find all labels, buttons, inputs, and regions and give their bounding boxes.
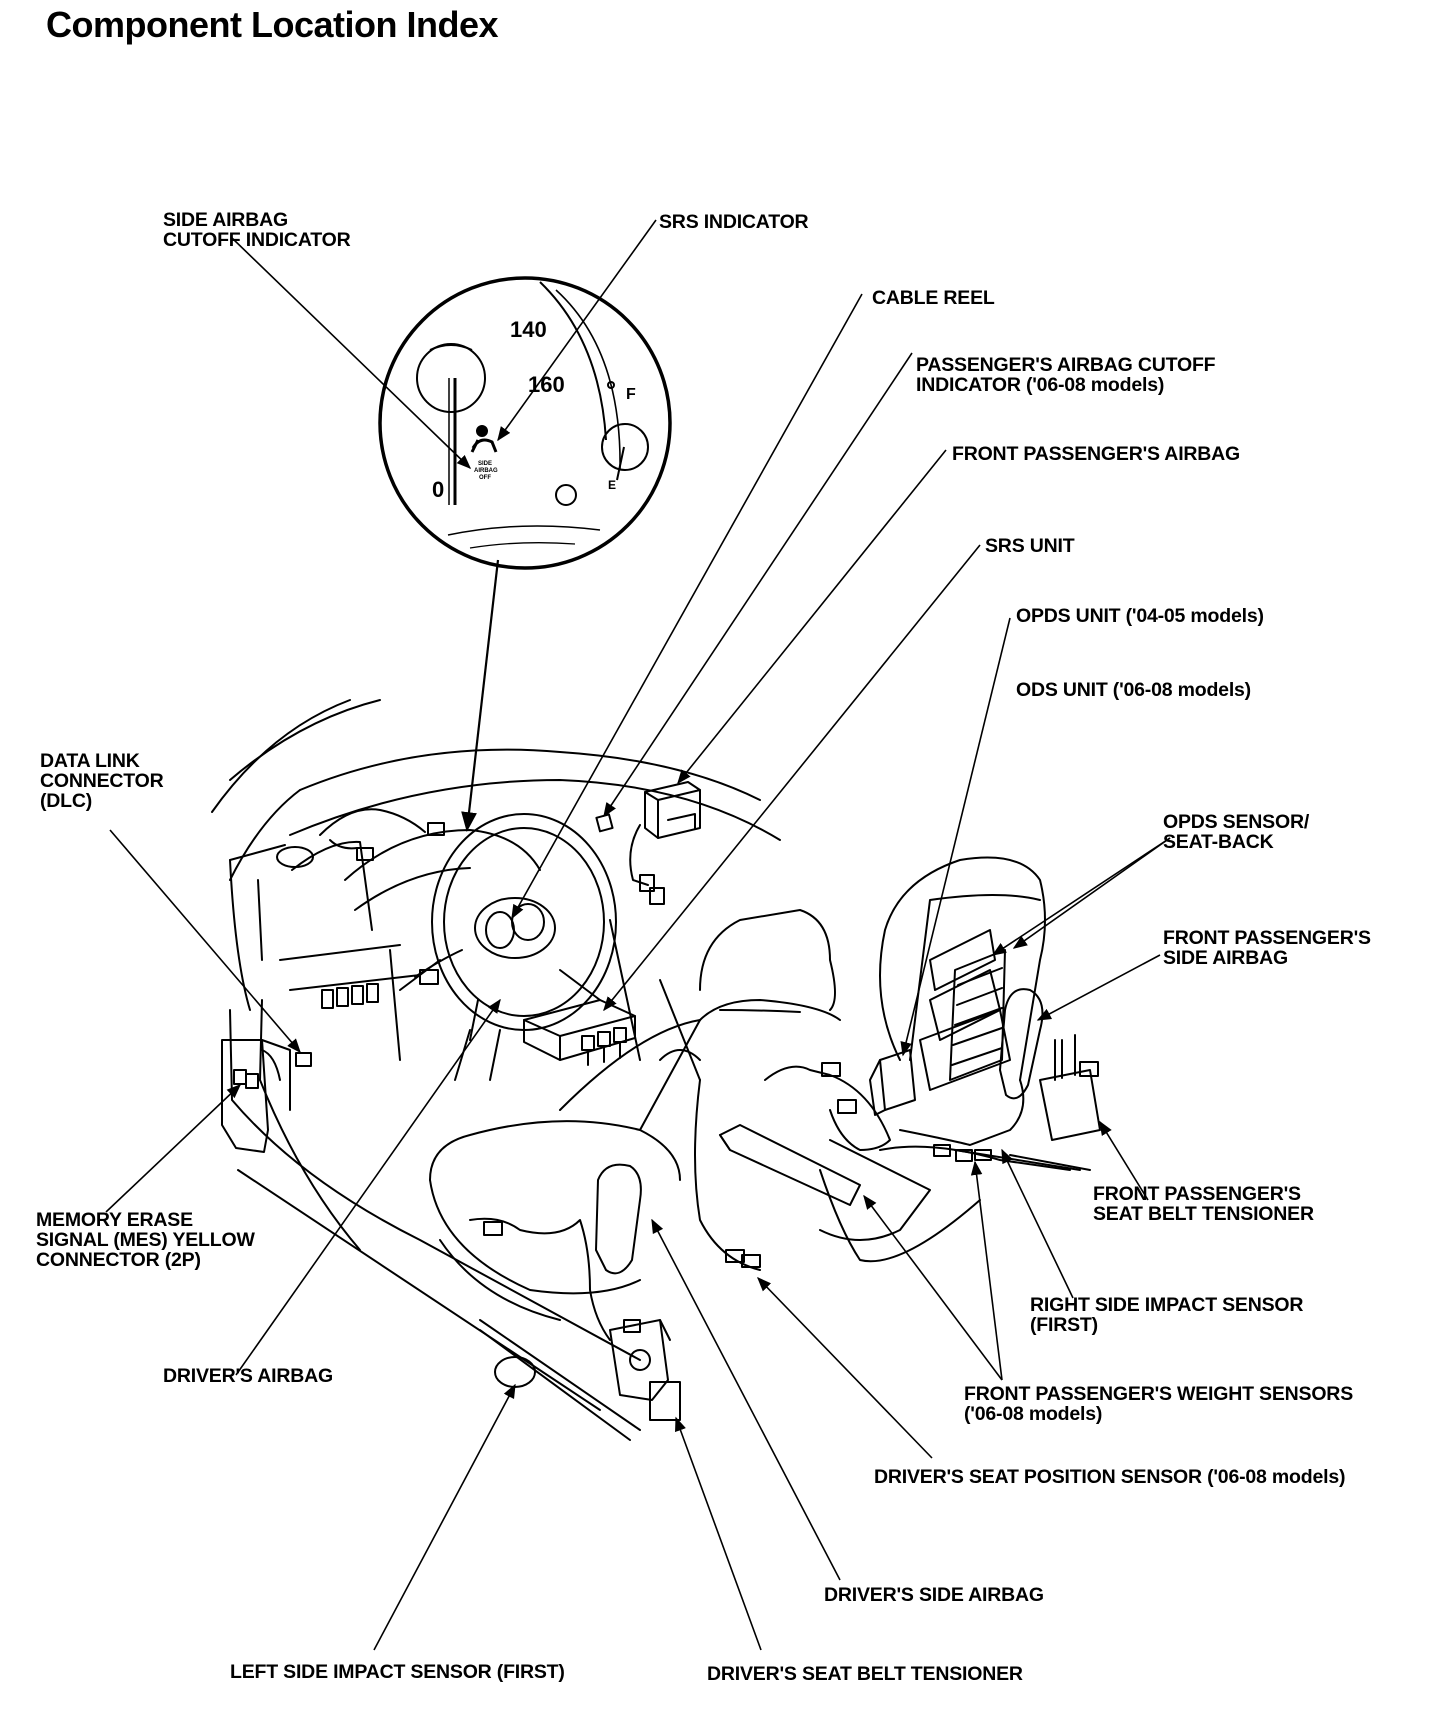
leader-seat-position [756,1276,933,1459]
label-opds-unit: OPDS UNIT ('04-05 models) [1016,605,1264,627]
indicator-text-side: SIDE [478,461,492,467]
srs-indicator-icon [470,425,498,453]
drivers-side-airbag-drawing [595,1163,642,1275]
leader-front-passenger-airbag [677,449,947,785]
label-drivers-side-airbag: DRIVER'S SIDE AIRBAG [824,1584,1044,1606]
label-front-passenger-airbag: FRONT PASSENGER'S AIRBAG [952,443,1241,465]
leader-opds-unit [900,617,1011,1057]
label-left-side-impact-sensor: LEFT SIDE IMPACT SENSOR (FIRST) [230,1661,565,1683]
label-side-airbag-cutoff-indicator: SIDE AIRBAG CUTOFF INDICATOR [163,209,351,251]
indicator-text-airbag: AIRBAG [474,468,498,474]
leader-lines [105,219,1171,1651]
drivers-seat-belt-tensioner-drawing [609,1319,681,1421]
leader-dlc [109,829,301,1054]
srs-unit-drawing [523,999,636,1066]
leader-right-side-impact [1001,1148,1074,1299]
leader-gauge-to-cluster [461,559,500,832]
label-drivers-seat-position-sensor: DRIVER'S SEAT POSITION SENSOR ('06-08 mo… [874,1466,1346,1488]
gauge-e-text: E [608,478,616,492]
label-front-passenger-weight-sensors: FRONT PASSENGER'S WEIGHT SENSORS ('06-08… [964,1383,1353,1425]
gauge-zero-text: 0 [432,477,444,502]
gauge-labels: 140 160 F E 0 SIDE AIRBAG OFF [432,317,636,502]
leader-drivers-side-airbag [651,1218,841,1581]
leader-front-passenger-seat-belt [1099,1120,1149,1201]
leader-srs-indicator [497,219,657,442]
label-passenger-airbag-cutoff-indicator: PASSENGER'S AIRBAG CUTOFF INDICATOR ('06… [916,354,1216,396]
leader-passenger-cutoff [603,352,913,818]
label-ods-unit: ODS UNIT ('06-08 models) [1016,679,1251,701]
page-title: Component Location Index [46,4,499,45]
label-data-link-connector: DATA LINK CONNECTOR (DLC) [40,750,164,812]
leader-weight-sensor-a [863,1194,1003,1381]
leader-side-airbag-cutoff [231,237,472,470]
leader-cable-reel [511,293,863,920]
leader-opds-sensor-a [991,837,1171,956]
label-drivers-seat-belt-tensioner: DRIVER'S SEAT BELT TENSIONER [707,1663,1023,1685]
label-drivers-airbag: DRIVER'S AIRBAG [163,1365,333,1387]
label-srs-unit: SRS UNIT [985,535,1075,557]
front-passenger-weight-sensors-drawing [719,1124,1081,1206]
label-opds-sensor-seat-back: OPDS SENSOR/ SEAT-BACK [1163,811,1310,853]
gauge-140-text: 140 [510,317,547,342]
label-memory-erase-signal: MEMORY ERASE SIGNAL (MES) YELLOW CONNECT… [36,1209,255,1271]
indicator-text-off: OFF [479,475,491,481]
label-front-passenger-side-airbag: FRONT PASSENGER'S SIDE AIRBAG [1163,927,1371,969]
gauge-f-text: F [626,386,636,403]
leader-srs-unit [603,544,981,1012]
label-right-side-impact-sensor: RIGHT SIDE IMPACT SENSOR (FIRST) [1030,1294,1304,1336]
opds-unit-drawing [869,1049,916,1116]
leader-front-passenger-side-airbag [1036,954,1161,1021]
vehicle-interior-drawing [211,699,1101,1441]
leader-opds-sensor-b [1012,837,1171,949]
opds-sensor-drawing [949,949,1006,1081]
passenger-airbag-cutoff-indicator-drawing [595,813,614,833]
front-passenger-airbag-drawing [644,781,701,839]
leader-weight-sensor-b [970,1160,1003,1381]
gauge-160-text: 160 [528,372,565,397]
label-srs-indicator: SRS INDICATOR [659,211,809,233]
leader-left-side-impact [373,1383,516,1651]
leader-mes [105,1084,242,1213]
leader-drivers-airbag [235,998,501,1376]
instrument-gauge-detail [378,276,672,570]
label-front-passenger-seat-belt-tensioner: FRONT PASSENGER'S SEAT BELT TENSIONER [1093,1183,1314,1225]
front-passenger-seat-belt-tensioner-drawing [1039,1034,1101,1141]
leader-drivers-seat-belt [675,1416,762,1651]
label-cable-reel: CABLE REEL [872,287,995,309]
